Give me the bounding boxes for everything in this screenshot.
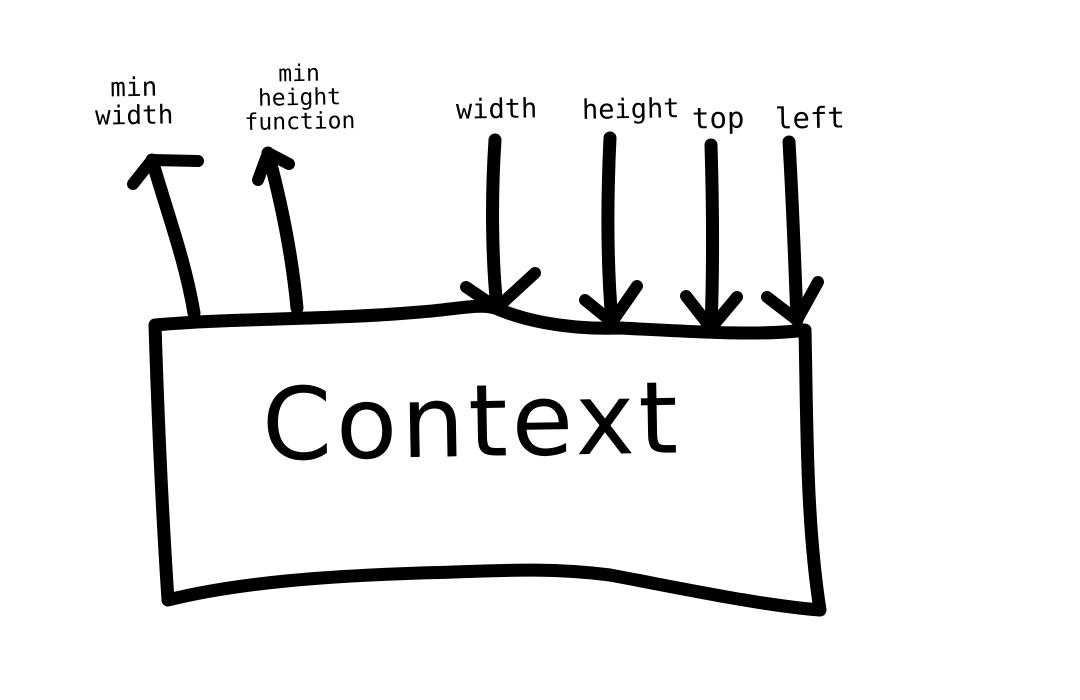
height-label: height [581,93,680,126]
left-arrow [761,135,824,327]
min-height-function-label: min height function [231,60,367,136]
min-width-label-line-1: min [110,72,158,104]
width-label: width [455,93,538,126]
left-label: left [774,100,846,136]
min-height-function-arrow [252,146,304,315]
min-width-arrow [127,153,204,320]
min-height-function-label-line-1: min [278,60,321,88]
top-label: top [691,100,745,136]
context-box-label: Context [261,359,683,484]
width-arrow [460,133,541,315]
height-arrow [579,131,643,329]
top-arrow [680,138,743,335]
min-height-function-label-line-3: function [244,108,356,136]
min-width-label: min width [84,72,185,132]
min-width-label-line-2: width [94,100,174,132]
context-box [148,299,827,617]
